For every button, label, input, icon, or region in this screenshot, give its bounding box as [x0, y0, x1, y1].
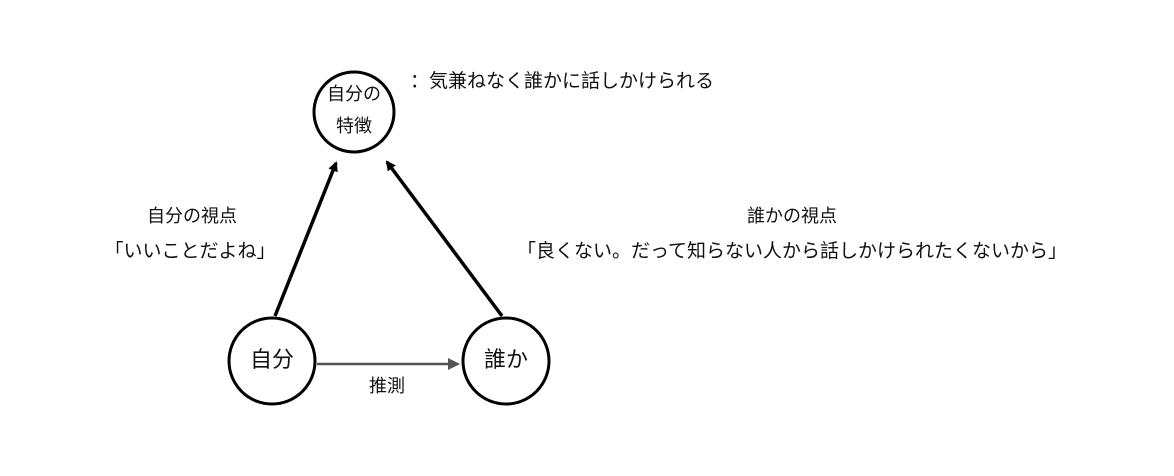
other-view-quote: 「良くない。だって知らない人から話しかけられたくないから」 [516, 240, 1068, 262]
feature-description: ：気兼ねなく誰かに話しかけられる [410, 70, 715, 92]
self-view-title: 自分の視点 [147, 206, 237, 227]
other-to-feature-arrow [385, 160, 504, 318]
feature-node [312, 70, 396, 154]
self-to-feature-arrow [273, 161, 338, 317]
other-node [461, 316, 551, 406]
feature-node-label-line2: 特徴 [336, 116, 372, 137]
other-view-title: 誰かの視点 [747, 206, 837, 227]
guess-label: 推測 [369, 376, 405, 397]
self-node [227, 316, 317, 406]
self-node-label: 自分 [249, 348, 295, 373]
other-node-label: 誰か [483, 348, 529, 373]
self-view-quote: 「いいことだよね」 [104, 240, 276, 262]
feature-node-label-line1: 自分の [327, 84, 381, 105]
